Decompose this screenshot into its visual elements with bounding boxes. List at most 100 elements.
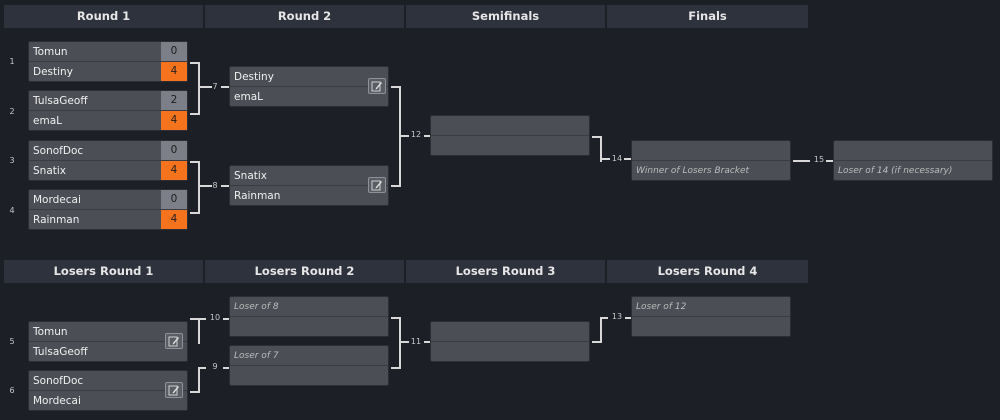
match-number: 5 xyxy=(9,337,15,346)
match-slot-bottom[interactable]: Rainman xyxy=(230,186,388,206)
match-slot-top[interactable]: SonofDoc xyxy=(29,371,187,391)
match-6[interactable]: SonofDoc Mordecai xyxy=(28,370,188,411)
match-slot-top[interactable] xyxy=(431,116,589,136)
bracket-connector xyxy=(391,317,401,369)
match-slot-top[interactable]: Mordecai 0 xyxy=(29,190,187,210)
player-name: emaL xyxy=(234,91,263,103)
bracket-connector xyxy=(401,135,409,137)
round-header-finals: Finals xyxy=(607,5,808,28)
match-number: 8 xyxy=(212,181,218,190)
player-name: Destiny xyxy=(33,66,73,78)
match-slot-bottom[interactable]: TulsaGeoff xyxy=(29,342,187,362)
match-14[interactable]: Winner of Losers Bracket xyxy=(631,140,791,181)
match-slot-bottom[interactable] xyxy=(230,317,388,337)
pencil-edit-icon[interactable] xyxy=(165,382,183,398)
score-loss: 0 xyxy=(161,190,187,209)
match-slot-top[interactable]: Snatix xyxy=(230,166,388,186)
match-slot-top[interactable]: Loser of 12 xyxy=(632,297,790,317)
match-slot-bottom[interactable] xyxy=(632,317,790,337)
pencil-edit-icon[interactable] xyxy=(368,177,386,193)
slot-placeholder: Loser of 14 (if necessary) xyxy=(838,166,953,176)
match-slot-bottom[interactable]: Snatix 4 xyxy=(29,161,187,181)
bracket-connector xyxy=(424,341,430,343)
bracket-connector xyxy=(223,318,229,320)
match-slot-bottom[interactable]: Mordecai xyxy=(29,391,187,411)
bracket-connector xyxy=(391,86,401,187)
match-number: 11 xyxy=(410,337,422,346)
match-1[interactable]: Tomun 0 Destiny 4 xyxy=(28,41,188,82)
match-5[interactable]: Tomun TulsaGeoff xyxy=(28,321,188,362)
match-slot-bottom[interactable] xyxy=(431,136,589,156)
match-7[interactable]: Destiny emaL xyxy=(229,66,389,107)
match-slot-top[interactable]: Tomun xyxy=(29,322,187,342)
match-slot-bottom[interactable] xyxy=(230,366,388,386)
player-name: SonofDoc xyxy=(33,145,84,157)
match-number: 1 xyxy=(9,57,15,66)
player-name: Mordecai xyxy=(33,194,81,206)
slot-placeholder: Winner of Losers Bracket xyxy=(636,166,750,176)
match-number: 4 xyxy=(9,206,15,215)
match-number: 14 xyxy=(611,154,623,163)
match-number: 7 xyxy=(212,82,218,91)
round-header-2: Round 2 xyxy=(205,5,404,28)
match-12[interactable] xyxy=(430,115,590,156)
match-slot-top[interactable] xyxy=(431,322,589,342)
bracket-connector xyxy=(223,367,229,369)
score-loss: 2 xyxy=(161,91,187,110)
match-15[interactable]: Loser of 14 (if necessary) xyxy=(833,140,993,181)
match-number: 9 xyxy=(212,362,218,371)
match-slot-bottom[interactable] xyxy=(431,342,589,362)
bracket-connector xyxy=(424,135,430,137)
match-slot-bottom[interactable]: Loser of 14 (if necessary) xyxy=(834,161,992,181)
match-number: 6 xyxy=(9,386,15,395)
match-slot-top[interactable] xyxy=(632,141,790,161)
match-slot-top[interactable]: TulsaGeoff 2 xyxy=(29,91,187,111)
bracket-connector xyxy=(401,341,409,343)
bracket-connector xyxy=(190,62,200,115)
bracket-connector xyxy=(600,317,608,319)
player-name: SonofDoc xyxy=(33,375,84,387)
match-slot-top[interactable]: Tomun 0 xyxy=(29,42,187,62)
match-slot-top[interactable]: SonofDoc 0 xyxy=(29,141,187,161)
match-number: 3 xyxy=(9,156,15,165)
match-3[interactable]: SonofDoc 0 Snatix 4 xyxy=(28,140,188,181)
losers-round-header-3: Losers Round 3 xyxy=(406,260,605,283)
pencil-edit-icon[interactable] xyxy=(165,333,183,349)
match-slot-bottom[interactable]: emaL 4 xyxy=(29,111,187,131)
match-11[interactable] xyxy=(430,321,590,362)
match-slot-bottom[interactable]: Destiny 4 xyxy=(29,62,187,82)
pencil-edit-icon[interactable] xyxy=(368,78,386,94)
player-name: Rainman xyxy=(234,190,281,202)
bracket-connector xyxy=(198,318,206,320)
player-name: Snatix xyxy=(33,165,67,177)
match-slot-top[interactable]: Loser of 7 xyxy=(230,346,388,366)
match-slot-bottom[interactable]: emaL xyxy=(230,87,388,107)
match-slot-top[interactable]: Destiny xyxy=(230,67,388,87)
bracket-connector xyxy=(221,86,229,88)
score-loss: 0 xyxy=(161,141,187,160)
match-slot-bottom[interactable]: Rainman 4 xyxy=(29,210,187,230)
bracket-connector xyxy=(592,136,602,162)
match-slot-top[interactable] xyxy=(834,141,992,161)
match-2[interactable]: TulsaGeoff 2 emaL 4 xyxy=(28,90,188,131)
player-name: Tomun xyxy=(33,326,68,338)
match-4[interactable]: Mordecai 0 Rainman 4 xyxy=(28,189,188,230)
match-number: 10 xyxy=(209,313,221,322)
bracket-connector xyxy=(625,317,631,319)
match-slot-top[interactable]: Loser of 8 xyxy=(230,297,388,317)
score-loss: 0 xyxy=(161,42,187,61)
score-win: 4 xyxy=(161,62,187,81)
bracket-connector xyxy=(200,86,212,88)
match-number: 2 xyxy=(9,107,15,116)
slot-placeholder: Loser of 7 xyxy=(234,351,279,361)
match-9[interactable]: Loser of 7 xyxy=(229,345,389,386)
round-header-semifinals: Semifinals xyxy=(406,5,605,28)
match-10[interactable]: Loser of 8 xyxy=(229,296,389,337)
losers-round-header-2: Losers Round 2 xyxy=(205,260,404,283)
bracket-connector xyxy=(200,185,212,187)
match-13[interactable]: Loser of 12 xyxy=(631,296,791,337)
match-8[interactable]: Snatix Rainman xyxy=(229,165,389,206)
match-slot-bottom[interactable]: Winner of Losers Bracket xyxy=(632,161,790,181)
bracket-connector xyxy=(592,317,602,343)
bracket-connector xyxy=(190,367,200,393)
